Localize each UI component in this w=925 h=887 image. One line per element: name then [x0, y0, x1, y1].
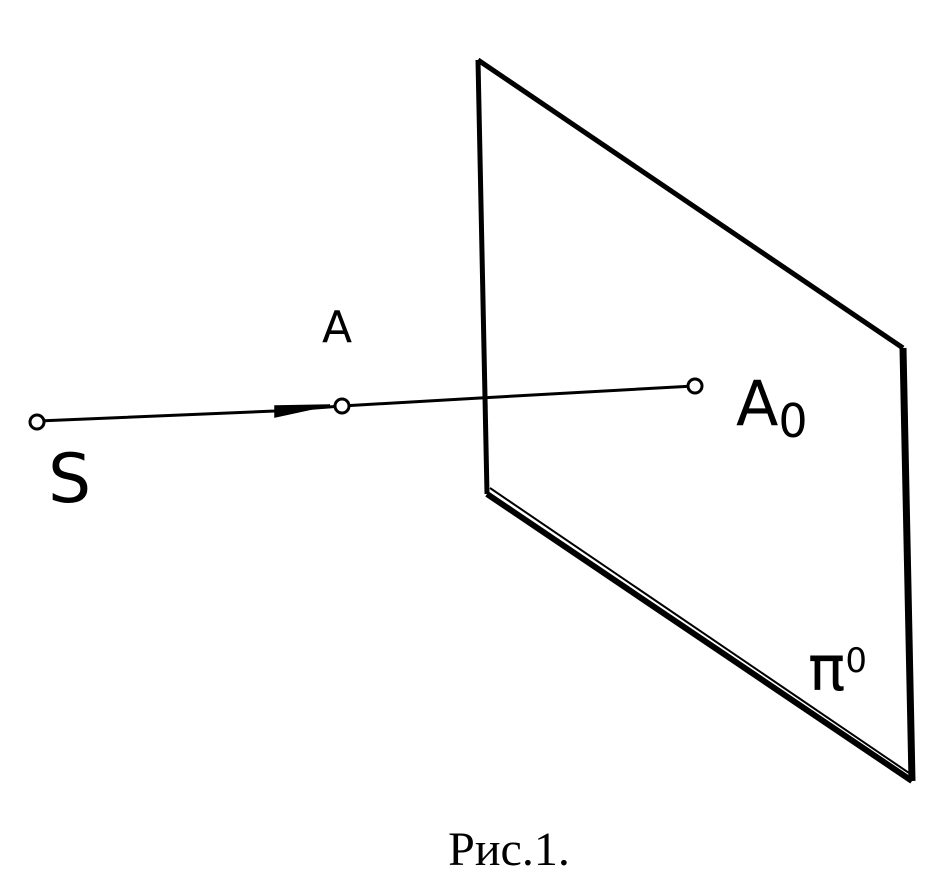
- label-s: S: [48, 440, 91, 519]
- plane-edge-bottom-double: [489, 487, 913, 776]
- label-a: A: [322, 302, 352, 353]
- label-a0-main: A: [736, 367, 778, 440]
- label-a0-subscript: 0: [778, 394, 807, 448]
- point-a: [333, 397, 351, 415]
- label-plane-main: π: [808, 632, 845, 705]
- plane-edge-bottom: [485, 491, 914, 784]
- projecting-ray: [37, 384, 695, 423]
- label-plane: π0: [808, 632, 867, 705]
- plane-edge-left: [475, 59, 490, 495]
- projection-plane: [475, 57, 916, 784]
- point-a0: [686, 377, 704, 395]
- ray-line: [37, 384, 695, 423]
- label-a0: A0: [736, 367, 808, 448]
- plane-edge-right: [899, 347, 916, 782]
- point-s: [28, 413, 46, 431]
- figure-caption: Рис.1.: [448, 823, 570, 876]
- label-plane-superscript: 0: [845, 641, 867, 681]
- ray-arrow: [274, 404, 331, 418]
- plane-edge-top: [476, 57, 905, 351]
